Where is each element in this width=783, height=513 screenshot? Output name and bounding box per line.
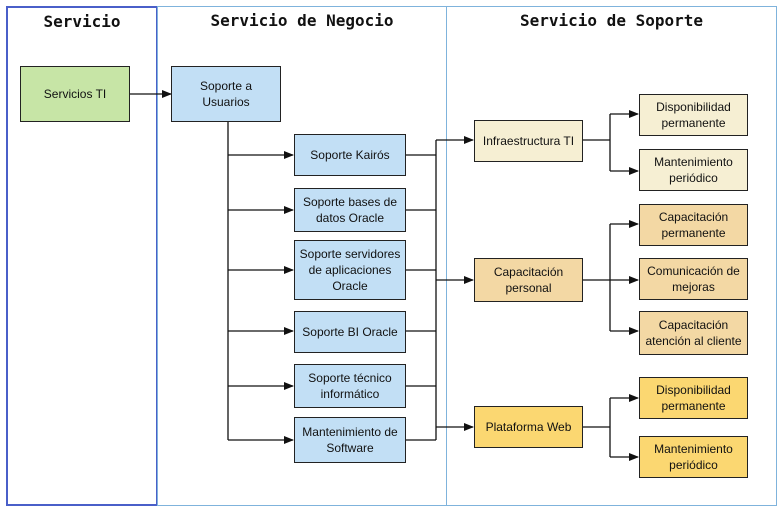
node-web-mantenimiento-periodico: Mantenimiento periódico [639,436,748,478]
node-soporte-kairos: Soporte Kairós [294,134,406,176]
node-infra-disponibilidad-permanente: Disponibilidad permanente [639,94,748,136]
node-servicios-ti: Servicios TI [20,66,130,122]
node-mantenimiento-software: Mantenimiento de Software [294,417,406,463]
lane-title-negocio: Servicio de Negocio [210,11,394,30]
node-soporte-bi-oracle: Soporte BI Oracle [294,311,406,353]
node-soporte-usuarios: Soporte a Usuarios [171,66,281,122]
node-plataforma-web: Plataforma Web [474,406,583,448]
lane-servicio-soporte: Servicio de Soporte [446,6,777,506]
lane-title-soporte: Servicio de Soporte [519,11,704,30]
node-capacitacion-atencion-cliente: Capacitación atención al cliente [639,311,748,355]
lane-title-servicio: Servicio [43,12,121,31]
node-soporte-bases-datos-oracle: Soporte bases de datos Oracle [294,188,406,232]
node-web-disponibilidad-permanente: Disponibilidad permanente [639,377,748,419]
node-infra-mantenimiento-periodico: Mantenimiento periódico [639,149,748,191]
node-comunicacion-mejoras: Comunicación de mejoras [639,258,748,300]
node-soporte-servidores-aplicaciones: Soporte servidores de aplicaciones Oracl… [294,240,406,300]
node-infraestructura-ti: Infraestructura TI [474,120,583,162]
node-capacitacion-personal: Capacitación personal [474,258,583,302]
node-soporte-tecnico-informatico: Soporte técnico informático [294,364,406,408]
node-capacitacion-permanente: Capacitación permanente [639,204,748,246]
